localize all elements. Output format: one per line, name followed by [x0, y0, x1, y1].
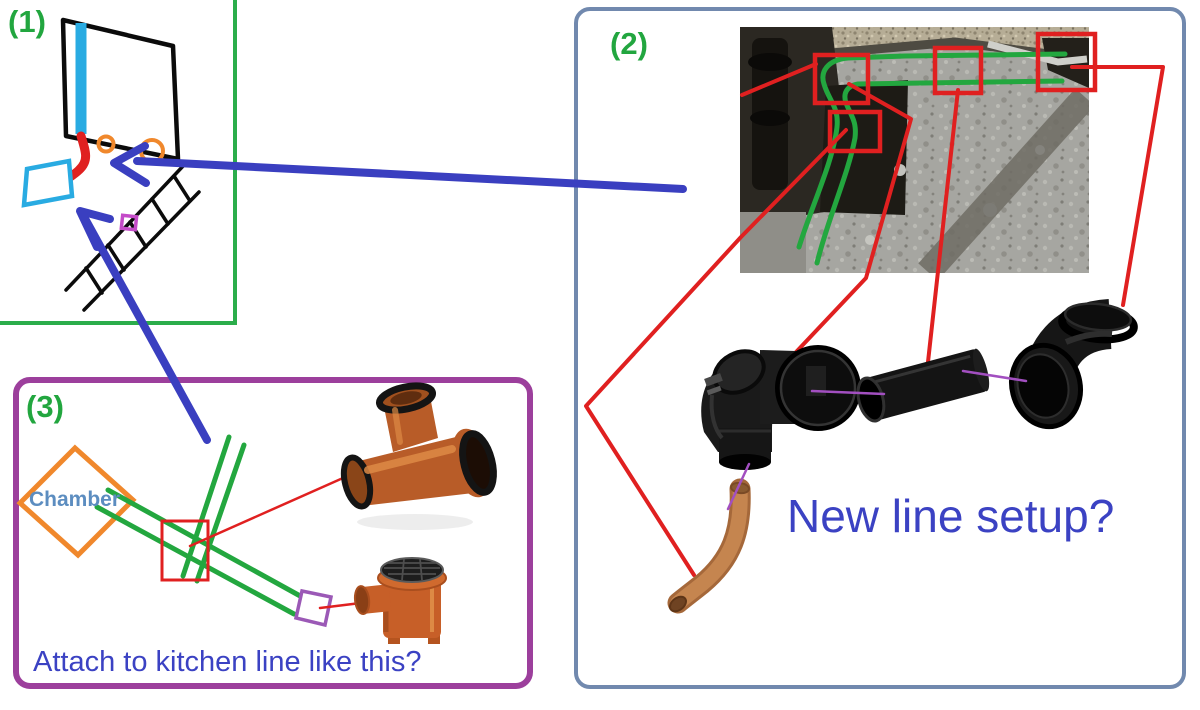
connector-to-flexi-pipe — [584, 128, 848, 577]
tee-top-socket-inner — [390, 391, 422, 405]
pipe-mouth — [856, 376, 886, 423]
chamber-diamond — [16, 444, 137, 559]
chamber-label: Chamber — [29, 488, 121, 511]
wall-outline — [60, 17, 181, 162]
orange-marker-small — [96, 134, 116, 154]
connector-to-pipe — [926, 88, 960, 364]
photo-highlight-box-4 — [1035, 31, 1098, 93]
new-branch-line-1 — [180, 434, 232, 579]
pipe-far-end — [972, 348, 990, 392]
arrow-from-panel3-head — [76, 207, 114, 251]
gully-grate — [380, 557, 444, 583]
photo-kerb — [740, 212, 806, 273]
tee-highlight — [364, 445, 456, 474]
gully-grate-slots — [384, 558, 440, 581]
connector-to-bend — [1070, 65, 1165, 307]
connector-to-tee — [188, 472, 354, 548]
trench-photo — [740, 27, 1098, 273]
kitchen-pipe-line-2 — [94, 504, 297, 617]
elbow-socket-inner — [806, 366, 826, 396]
pipe-collar — [750, 110, 790, 126]
arrow-from-panel3-line — [78, 209, 211, 444]
attach-caption: Attach to kitchen line like this? — [33, 646, 422, 678]
gully-position-marker — [293, 588, 334, 628]
tee-left-socket — [340, 454, 374, 510]
rubble-chunk — [983, 203, 997, 217]
cap-clamp — [704, 373, 723, 387]
cyan-drain-box — [21, 158, 75, 208]
pipe-collar — [748, 53, 792, 71]
photo-new-line-1 — [796, 51, 1068, 250]
bottle-gully-image — [353, 557, 447, 644]
photo-highlight-box-2 — [827, 109, 883, 154]
photo-grey-pipe — [987, 40, 1088, 66]
panel3-label: (3) — [26, 389, 64, 424]
assembly-line-1 — [810, 389, 886, 396]
kitchen-pipe-line-1 — [105, 487, 305, 600]
gully-foot — [428, 634, 440, 644]
gully-foot — [388, 634, 400, 644]
kitchen-line-sketch — [16, 434, 379, 628]
panel1-label: (1) — [8, 4, 46, 39]
photo-pointer-line — [740, 62, 818, 97]
panel3-border — [13, 377, 533, 689]
cap-clamp-screw — [706, 385, 722, 396]
bend-90-image — [1009, 299, 1138, 430]
elbow-highlight — [709, 394, 724, 440]
bend-socket-mouth — [1016, 353, 1070, 419]
rubble-chunk — [865, 235, 875, 245]
straight-pipe-image — [856, 348, 990, 423]
panel2-label: (2) — [610, 26, 648, 61]
flexi-pipe-bottom-mouth — [669, 595, 687, 613]
gully-body — [383, 578, 441, 638]
rubble-chunk — [1035, 145, 1045, 155]
pipe-highlight — [875, 354, 971, 384]
arrow-from-panel2-line — [133, 157, 687, 193]
gully-inlet — [353, 584, 392, 615]
bend-socket-rim — [1009, 342, 1083, 430]
assembly-line-2 — [961, 369, 1028, 383]
magenta-marker — [119, 213, 139, 232]
tee-right-socket — [459, 430, 497, 496]
steps-sketch — [64, 162, 201, 312]
access-elbow-image — [701, 345, 861, 470]
blue-location-arrows — [76, 142, 687, 444]
red-connector-lines — [584, 65, 1165, 577]
tee-branch-highlight — [392, 407, 403, 445]
photo-highlight-box-1 — [812, 52, 871, 106]
connector-to-elbow — [779, 82, 913, 370]
new-branch-line-2 — [194, 442, 247, 584]
tee-junction-image — [340, 382, 497, 530]
arrow-from-panel2-head — [110, 142, 150, 187]
junction-highlight-box — [160, 519, 210, 582]
flexible-pipe-image — [667, 478, 751, 614]
new-line-caption: New line setup? — [787, 490, 1115, 542]
purple-assembly-lines — [726, 369, 1028, 511]
assembly-line-3 — [726, 462, 751, 511]
elbow-access-cap — [712, 349, 766, 395]
panel1-border — [0, 0, 237, 325]
pipe-body — [865, 349, 987, 421]
photo-new-line-2 — [814, 78, 1065, 266]
panel2-border — [574, 7, 1186, 689]
elbow-outlet-mouth — [719, 454, 771, 470]
bend-top-mouth — [1063, 302, 1133, 332]
photo-trench-channel — [918, 88, 1089, 273]
bend-highlight — [1064, 330, 1113, 345]
tee-shadow — [357, 514, 473, 530]
